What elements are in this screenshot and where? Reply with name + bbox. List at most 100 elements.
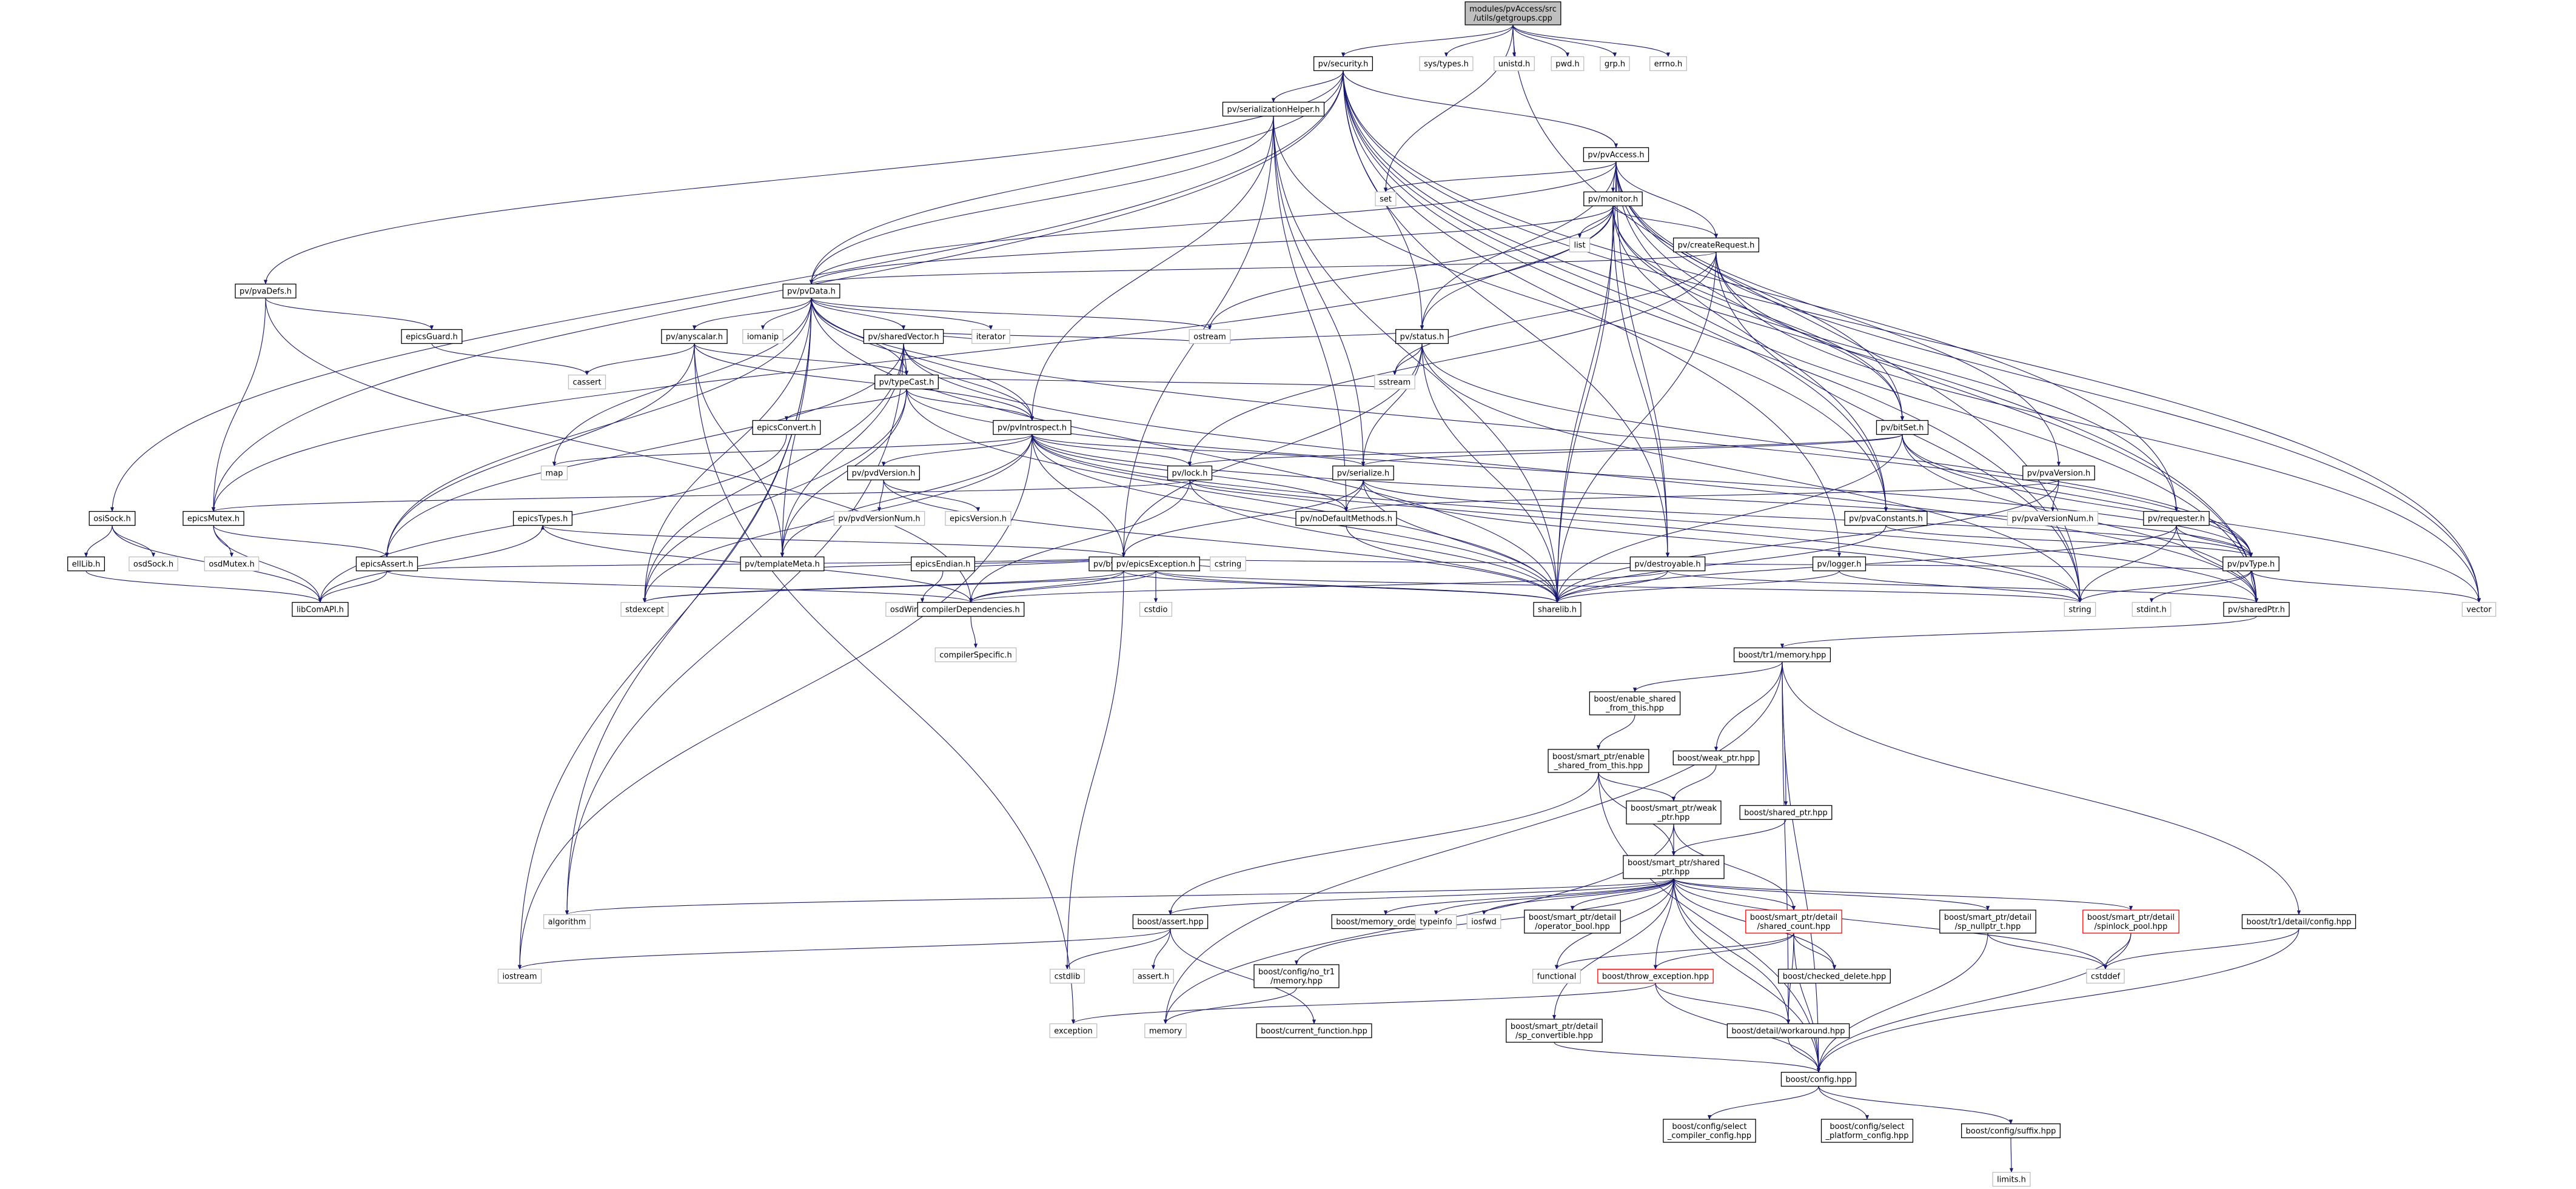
node-iostream: iostream [497,968,542,984]
edge-notr1memory-memory [1163,987,1297,1025]
node-label: /shared_count.hpp [1757,922,1831,931]
node-box [1583,191,1643,207]
node-pvaversionnum: pv/pvaVersionNum.h [2007,511,2099,526]
edge-pvaccess-sharedptr [1615,161,2259,603]
edge-pvdata-epicsassert [384,298,812,558]
node-label: pv/anyscalar.h [666,333,723,342]
edge-pvdata-map [552,298,812,467]
node-pvversion: pv/pvdVersion.h [847,465,921,481]
node-epicsguard: epicsGuard.h [401,329,463,344]
node-box [497,968,542,984]
node-label: pv/typeCast.h [879,378,934,387]
edge-tr1config-cstddef [2103,928,2299,970]
node-label: cstddef [2091,973,2121,982]
node-selcompiler: boost/config/select_compiler_config.hpp [1663,1119,1756,1143]
edge-spsharedptr-throwexc [1653,878,1674,970]
node-box [1139,601,1173,617]
node-pvintrospect: pv/pvIntrospect.h [993,420,1072,435]
node-box [971,329,1010,344]
edge-epicsassert-compilerdeps [386,571,973,603]
node-label: sstream [1379,378,1410,387]
node-label: stdexcept [625,606,664,615]
node-box [2223,601,2290,617]
edge-pvintrospect-pvversion [881,434,1033,467]
edge-tr1memory-boostconfig [1782,661,1821,1073]
node-iomanip: iomanip [742,329,783,344]
edge-requester-string [2078,525,2177,603]
node-label: /operator_bool.hpp [1535,922,1609,931]
edge-status-ostream [1208,329,1423,344]
node-box [1049,968,1085,984]
edge-security-pvaccess [1343,70,1618,149]
node-label: sharelib.h [1538,606,1577,615]
edge-pvanyscalar-typecast [694,343,908,376]
node-curfunc: boost/current_function.hpp [1256,1023,1372,1039]
node-exception: exception [1049,1023,1098,1039]
node-label: ellLib.h [72,560,101,569]
edge-serhelper-nodefault [1273,116,1349,512]
node-asserth: assert.h [1133,968,1174,984]
node-box [1313,56,1374,72]
node-label: algorithm [548,918,586,927]
edge-epicsmutex-libcom [213,525,323,603]
node-templatemeta: pv/templateMeta.h [740,556,825,572]
edge-monitor-sharedptr [1612,206,2259,603]
edge-nodefault-sharedlib [1346,525,1560,603]
node-label: pv/pvdVersion.h [852,469,916,478]
node-label: assert.h [1138,973,1169,982]
node-label: unistd.h [1498,60,1531,69]
node-box [2086,968,2125,984]
node-box [1629,556,1706,572]
node-label: memory [1149,1027,1182,1036]
node-box [752,420,821,435]
node-box [1589,691,1681,715]
node-typeinfo: typeinfo [1415,914,1457,929]
node-sharedptr: pv/sharedPtr.h [2223,601,2290,617]
node-label: boost/smart_ptr/detail [1944,913,2031,922]
edge-security-ossock [110,70,1344,512]
node-label: map [546,469,563,478]
edge-bitset-serialize [1361,434,1903,467]
node-label: pv/destroyable.h [1634,560,1700,569]
node-label: cassert [572,378,601,387]
node-cstdlib: cstdlib [1049,968,1085,984]
node-algorithm: algorithm [543,914,591,929]
node-weakptr: boost/weak_ptr.hpp [1672,750,1760,766]
node-box [2064,601,2096,617]
edge-monitor-bitset [1612,206,1905,421]
node-label: boost/checked_delete.hpp [1783,973,1887,982]
node-box [1626,800,1722,825]
node-label: boost/tr1/memory.hpp [1739,651,1826,660]
edge-tr1config-boostconfig [1816,928,2299,1073]
edge-spnullptr-cstddef [1987,933,2108,970]
edge-boostassert-cstdlib [1065,928,1171,970]
node-ostream: ostream [1189,329,1231,344]
node-label: grp.h [1605,60,1625,69]
node-epicsversion: epicsVersion.h [945,511,1011,526]
node-label: boost/config/no_tr1 [1258,968,1335,977]
edge-epicsmutex-epicsassert [213,525,389,558]
node-label: boost/smart_ptr/shared [1628,859,1720,868]
edge-destroyable-compilerdeps [969,571,1668,603]
node-label: cstring [1215,560,1241,569]
edge-pvversion-pvdversionnum [877,480,884,512]
edge-createreq-bitset [1716,252,1905,421]
node-label: boost/weak_ptr.hpp [1677,754,1754,763]
edge-spsharedptr-memorder [1384,878,1674,916]
node-typecast: pv/typeCast.h [874,374,939,390]
node-box [1144,1023,1187,1039]
edge-pvaccess-bitset [1615,161,1905,421]
edge-epicsmutex-osdmutex [213,525,234,558]
edge-pvintrospect-sharedptr [1031,434,2258,603]
edge-spnullptr-boostconfig [1816,933,1988,1073]
node-notr1memory: boost/config/no_tr1/memory.hpp [1253,964,1340,988]
node-label: iosfwd [1471,918,1497,927]
node-map: map [540,465,568,481]
edge-ossock-osdsock [112,525,156,558]
node-osdmutex: osdMutex.h [204,556,260,572]
edge-boostassert-curfunc [1170,928,1317,1025]
edge-pvaccess-pvaconstants [1615,161,1888,512]
edge-status-sstream [1392,343,1423,376]
edge-boostconfig-selcompiler [1707,1086,1819,1120]
node-selplatform: boost/config/select_platform_config.hpp [1820,1119,1914,1143]
